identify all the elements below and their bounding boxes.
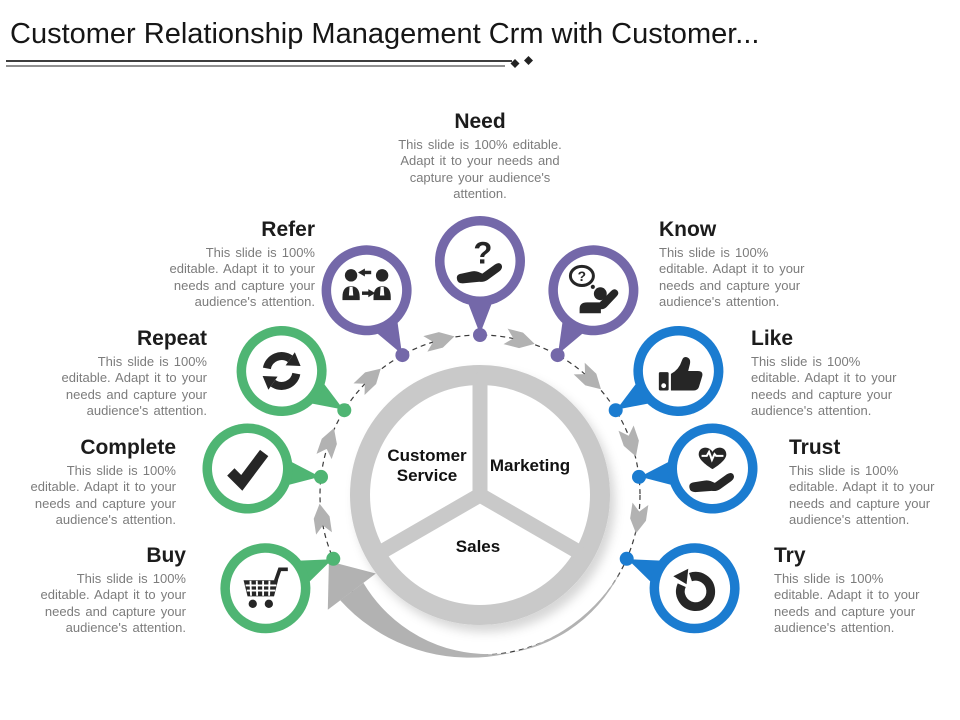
connector-dot-know bbox=[550, 348, 565, 363]
stage-label: Need bbox=[454, 110, 506, 133]
divider-diamond bbox=[510, 59, 520, 68]
cycle-return-arrow bbox=[327, 561, 620, 658]
stage-pin-like bbox=[616, 326, 724, 416]
checkmark-icon bbox=[227, 449, 269, 491]
segment-label-customer-service: Customer bbox=[387, 446, 467, 465]
stage-label: Know bbox=[659, 218, 717, 241]
segment-label-marketing: Marketing bbox=[490, 456, 570, 475]
stage-label: Buy bbox=[146, 544, 186, 567]
flow-arrow-icon bbox=[573, 362, 601, 390]
stage-pin-buy bbox=[220, 543, 333, 634]
connector-dot-buy bbox=[326, 551, 341, 566]
stage-description: This slide is 100% editable. Adapt it to… bbox=[61, 354, 207, 419]
thumbs-up-icon bbox=[658, 356, 703, 391]
stage-description: This slide is 100% editable. Adapt it to… bbox=[40, 571, 186, 636]
svg-text:?: ? bbox=[578, 269, 586, 284]
cycle-return-arrowhead bbox=[327, 561, 376, 610]
stage-pin-try bbox=[627, 543, 740, 634]
spoke-lower-left bbox=[375, 487, 488, 559]
connector-dot-trust bbox=[632, 469, 646, 484]
stage-description: This slide is 100% editable. Adapt it to… bbox=[659, 245, 805, 310]
stage-pin-repeat bbox=[236, 326, 344, 416]
stage-block-repeat: Repeat This slide is 100% editable. Adap… bbox=[52, 327, 207, 420]
stage-description: This slide is 100% editable. Adapt it to… bbox=[774, 571, 920, 636]
sync-arrows-icon bbox=[262, 352, 301, 390]
stage-pin-need: ? bbox=[435, 216, 525, 334]
stage-pin-trust bbox=[639, 423, 758, 514]
title-divider bbox=[6, 56, 533, 68]
flow-arrow-icon bbox=[618, 425, 639, 457]
stage-block-like: Like This slide is 100% editable. Adapt … bbox=[751, 327, 909, 420]
stage-description: This slide is 100% editable. Adapt it to… bbox=[30, 463, 176, 528]
stage-pin-know: ? bbox=[548, 245, 639, 355]
flow-arrow-icon bbox=[353, 368, 381, 396]
cart-icon bbox=[243, 567, 288, 608]
stage-block-need: Need This slide is 100% editable. Adapt … bbox=[386, 110, 574, 203]
flow-arrow-icon bbox=[503, 328, 535, 349]
connector-dot-repeat bbox=[337, 403, 352, 418]
stage-label: Trust bbox=[789, 436, 841, 459]
stage-label: Complete bbox=[80, 436, 176, 459]
center-ring-group: Customer Service Marketing Sales bbox=[350, 365, 610, 625]
stage-label: Like bbox=[751, 327, 794, 350]
heart-pulse-hand-icon bbox=[689, 447, 735, 493]
connector-dot-refer bbox=[395, 348, 410, 363]
connector-dot-like bbox=[608, 403, 623, 418]
stage-block-try: Try This slide is 100% editable. Adapt i… bbox=[774, 544, 932, 637]
people-exchange-icon bbox=[342, 268, 391, 301]
stage-pin-complete bbox=[202, 423, 321, 514]
stage-description: This slide is 100% editable. Adapt it to… bbox=[789, 463, 935, 528]
connector-dot-complete bbox=[314, 469, 328, 484]
connector-dot-need bbox=[473, 328, 487, 342]
stage-block-buy: Buy This slide is 100% editable. Adapt i… bbox=[31, 544, 186, 637]
hand-question-icon: ? bbox=[456, 235, 503, 284]
flow-arrow-icon bbox=[313, 503, 332, 535]
connector-dot-try bbox=[619, 551, 634, 566]
page-title: Customer Relationship Management Crm wit… bbox=[10, 18, 760, 50]
segment-label-sales: Sales bbox=[456, 537, 500, 556]
stage-block-trust: Trust This slide is 100% editable. Adapt… bbox=[789, 436, 947, 529]
stage-description: This slide is 100% editable. Adapt it to… bbox=[169, 245, 315, 310]
stage-description: This slide is 100% editable. Adapt it to… bbox=[751, 354, 897, 419]
svg-text:?: ? bbox=[473, 235, 492, 270]
divider-diamond bbox=[524, 56, 533, 65]
segment-label-customer-service: Service bbox=[397, 466, 458, 485]
dashed-cycle-ring bbox=[319, 334, 641, 656]
stage-label: Repeat bbox=[136, 327, 207, 350]
spoke-lower-right bbox=[472, 487, 585, 559]
person-thinking-icon: ? bbox=[568, 264, 619, 314]
flow-arrow-icon bbox=[630, 502, 649, 534]
stage-description: This slide is 100% editable. Adapt it to… bbox=[398, 137, 562, 202]
rotate-arrow-icon bbox=[673, 568, 716, 611]
stage-block-refer: Refer This slide is 100% editable. Adapt… bbox=[160, 218, 315, 311]
stage-pin-refer bbox=[321, 245, 412, 355]
stage-block-complete: Complete This slide is 100% editable. Ad… bbox=[21, 436, 176, 529]
flow-arrow-icon bbox=[423, 332, 455, 352]
stage-label: Try bbox=[774, 544, 806, 567]
flow-arrows bbox=[313, 328, 649, 535]
flow-arrow-icon bbox=[316, 428, 337, 460]
stage-label: Refer bbox=[261, 218, 315, 241]
stage-block-know: Know This slide is 100% editable. Adapt … bbox=[659, 218, 817, 311]
